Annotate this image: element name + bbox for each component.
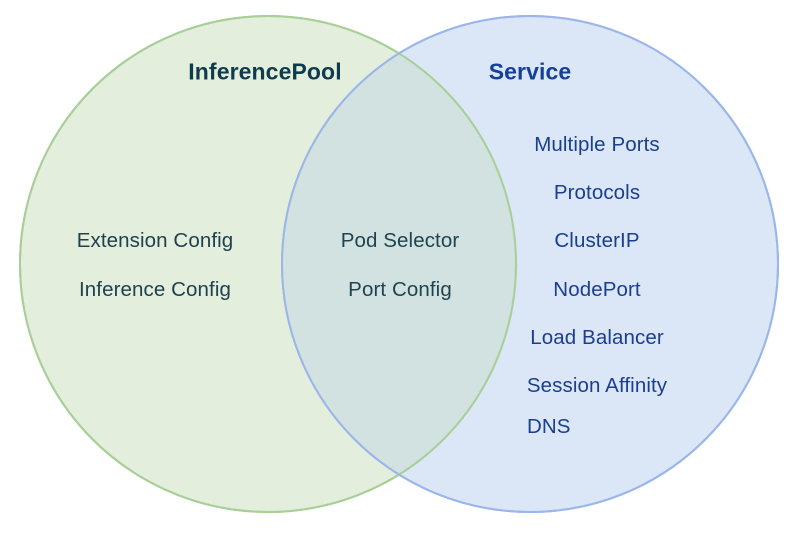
service-item-protocols: Protocols [553, 181, 641, 204]
set-title-service: Service [488, 58, 572, 85]
service-item-clusterip: ClusterIP [554, 229, 640, 252]
service-item-multiple-ports: Multiple Ports [534, 133, 660, 156]
circle-service-outline [281, 15, 779, 513]
intersection-item-pod-selector: Pod Selector [340, 229, 460, 252]
inferencepool-item-extension-config: Extension Config [76, 229, 234, 252]
service-item-session-affinity: Session Affinity [526, 374, 668, 397]
service-item-nodeport: NodePort [553, 278, 641, 301]
intersection-item-port-config: Port Config [348, 278, 452, 301]
service-item-dns: DNS [527, 415, 571, 438]
circle-intersection[interactable] [282, 16, 778, 512]
circle-inferencepool-outline [19, 15, 517, 513]
service-item-load-balancer: Load Balancer [530, 326, 664, 349]
inferencepool-item-inference-config: Inference Config [78, 278, 232, 301]
set-title-inferencepool: InferencePool [188, 58, 342, 85]
